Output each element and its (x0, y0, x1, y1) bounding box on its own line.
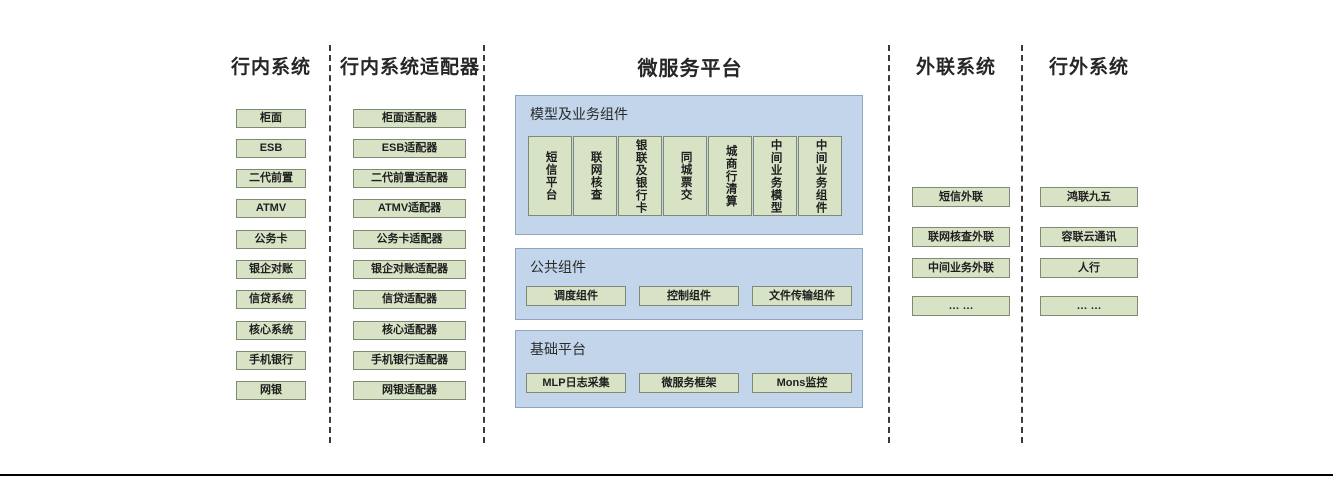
node-model-component[interactable]: 同城票交 (663, 136, 707, 216)
column-title-inbank-adapters: 行内系统适配器 (340, 57, 481, 78)
node-external-link-system[interactable]: … … (912, 296, 1010, 316)
node-inbank-system[interactable]: 核心系统 (236, 321, 306, 340)
node-inbank-system[interactable]: 公务卡 (236, 230, 306, 249)
node-inbank-adapter[interactable]: 公务卡适配器 (353, 230, 466, 249)
node-inbank-system[interactable]: ESB (236, 139, 306, 158)
node-model-component[interactable]: 城商行清算 (708, 136, 752, 216)
node-offbank-system[interactable]: … … (1040, 296, 1138, 316)
panel-label-base-platform: 基础平台 (530, 341, 586, 357)
panel-label-model-business-components: 模型及业务组件 (530, 106, 628, 122)
node-inbank-adapter[interactable]: 信贷适配器 (353, 290, 466, 309)
node-model-component[interactable]: 联网核查 (573, 136, 617, 216)
panel-base-platform: 基础平台 (515, 330, 863, 408)
node-inbank-adapter[interactable]: 手机银行适配器 (353, 351, 466, 370)
panel-label-public-components: 公共组件 (530, 259, 586, 275)
node-inbank-adapter[interactable]: 柜面适配器 (353, 109, 466, 128)
node-base-platform-component[interactable]: MLP日志采集 (526, 373, 626, 393)
node-model-component[interactable]: 中间业务组件 (798, 136, 842, 216)
node-inbank-adapter[interactable]: ESB适配器 (353, 139, 466, 158)
node-public-component[interactable]: 文件传输组件 (752, 286, 852, 306)
node-inbank-system[interactable]: 网银 (236, 381, 306, 400)
node-offbank-system[interactable]: 人行 (1040, 258, 1138, 278)
column-title-offbank-systems: 行外系统 (1048, 57, 1129, 78)
column-title-inbank-systems: 行内系统 (230, 57, 311, 78)
node-inbank-adapter[interactable]: 网银适配器 (353, 381, 466, 400)
bottom-frame-rule (0, 474, 1333, 476)
panel-public-components: 公共组件 (515, 248, 863, 320)
node-external-link-system[interactable]: 短信外联 (912, 187, 1010, 207)
separator-line-4 (1021, 45, 1023, 443)
node-inbank-system[interactable]: ATMV (236, 199, 306, 218)
node-external-link-system[interactable]: 中间业务外联 (912, 258, 1010, 278)
column-title-external-link-systems: 外联系统 (915, 57, 996, 78)
node-inbank-system[interactable]: 柜面 (236, 109, 306, 128)
node-inbank-system[interactable]: 信贷系统 (236, 290, 306, 309)
node-inbank-system[interactable]: 银企对账 (236, 260, 306, 279)
node-offbank-system[interactable]: 容联云通讯 (1040, 227, 1138, 247)
node-model-component[interactable]: 中间业务模型 (753, 136, 797, 216)
node-inbank-adapter[interactable]: 核心适配器 (353, 321, 466, 340)
node-public-component[interactable]: 控制组件 (639, 286, 739, 306)
separator-line-1 (329, 45, 331, 443)
node-base-platform-component[interactable]: 微服务框架 (639, 373, 739, 393)
platform-title: 微服务平台 (637, 58, 743, 80)
node-inbank-system[interactable]: 二代前置 (236, 169, 306, 188)
separator-line-2 (483, 45, 485, 443)
node-inbank-adapter[interactable]: ATMV适配器 (353, 199, 466, 218)
node-external-link-system[interactable]: 联网核查外联 (912, 227, 1010, 247)
node-base-platform-component[interactable]: Mons监控 (752, 373, 852, 393)
separator-line-3 (888, 45, 890, 443)
node-inbank-adapter[interactable]: 银企对账适配器 (353, 260, 466, 279)
node-public-component[interactable]: 调度组件 (526, 286, 626, 306)
node-offbank-system[interactable]: 鸿联九五 (1040, 187, 1138, 207)
node-model-component[interactable]: 银联及银行卡 (618, 136, 662, 216)
node-inbank-adapter[interactable]: 二代前置适配器 (353, 169, 466, 188)
node-model-component[interactable]: 短信平台 (528, 136, 572, 216)
node-inbank-system[interactable]: 手机银行 (236, 351, 306, 370)
